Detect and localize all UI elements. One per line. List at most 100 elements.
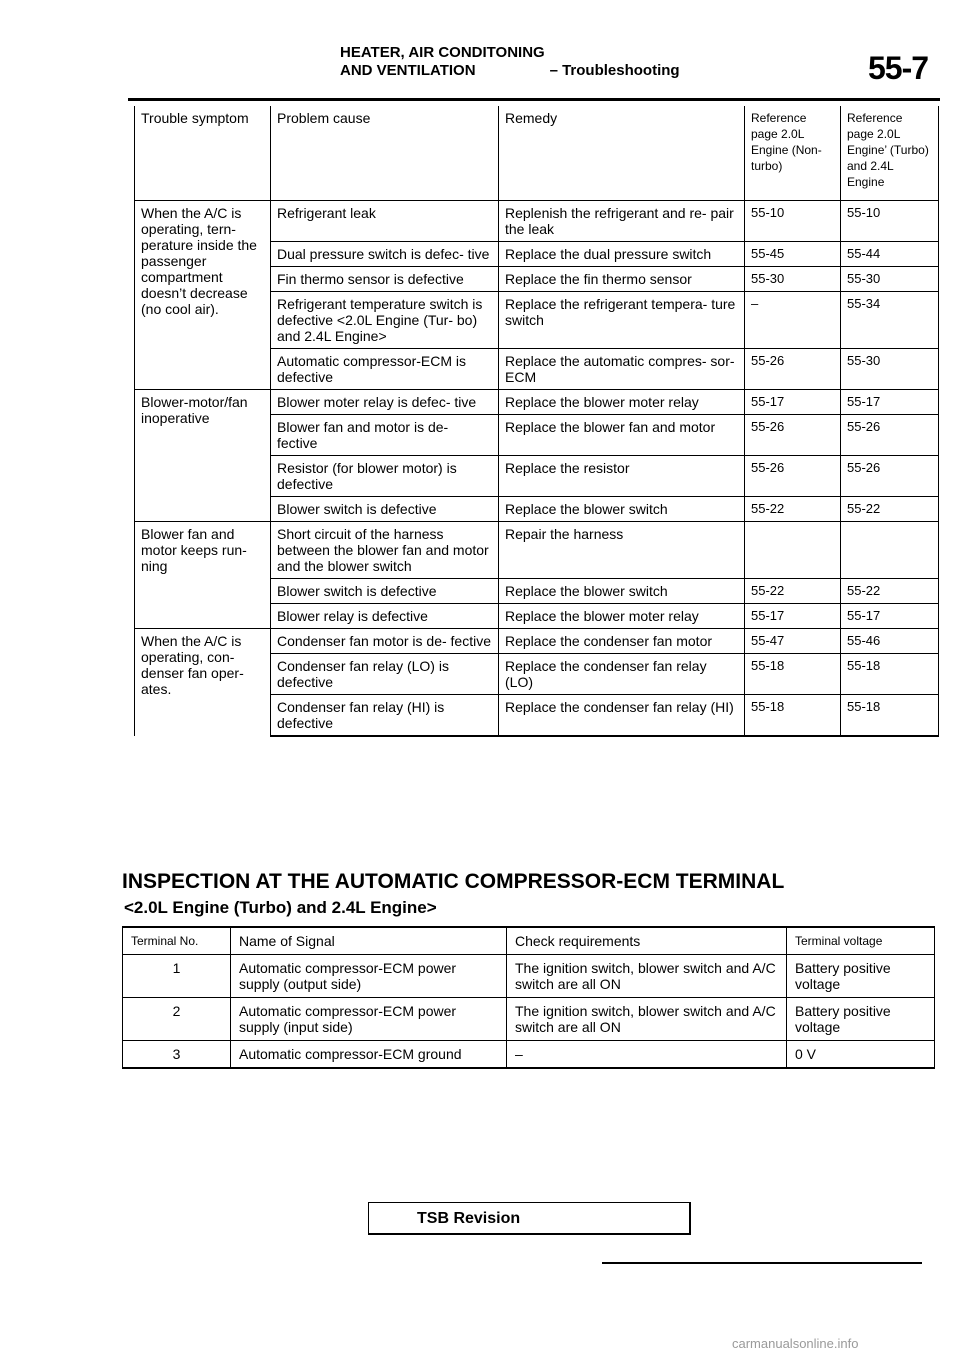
signal-name: Automatic compressor-ECM ground	[230, 1040, 507, 1069]
terminal-table: Terminal No. Name of Signal Check requir…	[122, 926, 935, 1069]
terminal-number: 3	[122, 1040, 231, 1069]
problem-cause: Blower fan and motor is de- fective	[270, 414, 499, 456]
col-header-ref-turbo: Reference page 2.0L Engine’ (Turbo) and …	[840, 106, 939, 201]
header-rule	[128, 98, 940, 101]
remedy: Replace the blower switch	[498, 496, 745, 522]
col-header-signal: Name of Signal	[230, 926, 507, 955]
remedy: Replace the condenser fan relay (LO)	[498, 653, 745, 695]
trouble-symptom: Blower-motor/fan inoperative	[134, 389, 271, 522]
remedy: Replace the refrigerant tempera- ture sw…	[498, 291, 745, 349]
problem-cause: Blower moter relay is defec- tive	[270, 389, 499, 415]
ref-page-turbo: 55-30	[840, 348, 939, 390]
header-section: AND VENTILATION	[340, 62, 476, 79]
remedy: Replace the resistor	[498, 455, 745, 497]
header-title-line2: AND VENTILATION – Troubleshooting	[340, 62, 680, 79]
footer-rule	[602, 1262, 922, 1264]
troubleshooting-body: Trouble symptom Problem cause Remedy Ref…	[134, 106, 939, 737]
ref-page-turbo: 55-46	[840, 628, 939, 654]
check-requirement: The ignition switch, blower switch and A…	[506, 997, 787, 1041]
ref-page-nonturbo: 55-17	[744, 603, 841, 629]
ref-page-nonturbo: 55-47	[744, 628, 841, 654]
terminal-body: Terminal No. Name of Signal Check requir…	[122, 926, 935, 1069]
problem-cause: Condenser fan relay (LO) is defective	[270, 653, 499, 695]
remedy: Replace the fin thermo sensor	[498, 266, 745, 292]
remedy: Replace the blower switch	[498, 578, 745, 604]
check-requirement: The ignition switch, blower switch and A…	[506, 954, 787, 998]
table-header-row: Trouble symptom Problem cause Remedy Ref…	[134, 106, 939, 201]
terminal-number: 1	[122, 954, 231, 998]
col-header-voltage: Terminal voltage	[786, 926, 935, 955]
ref-page-nonturbo: 55-10	[744, 200, 841, 242]
table-row: Refrigerant temperature switch is defect…	[135, 291, 939, 349]
inspection-title: INSPECTION AT THE AUTOMATIC COMPRESSOR-E…	[122, 870, 785, 893]
table-row: Resistor (for blower motor) is defective…	[135, 455, 939, 497]
trouble-symptom: Blower fan and motor keeps run- ning	[134, 521, 271, 629]
ref-page-nonturbo: 55-18	[744, 694, 841, 737]
remedy: Repair the harness	[498, 521, 745, 579]
remedy: Replace the automatic compres- sor-ECM	[498, 348, 745, 390]
problem-cause: Blower switch is defective	[270, 578, 499, 604]
terminal-voltage: 0 V	[786, 1040, 935, 1069]
problem-cause: Dual pressure switch is defec- tive	[270, 241, 499, 267]
remedy: Replace the blower moter relay	[498, 603, 745, 629]
problem-cause: Refrigerant leak	[270, 200, 499, 242]
col-header-remedy: Remedy	[498, 106, 745, 201]
remedy: Replace the blower fan and motor	[498, 414, 745, 456]
problem-cause: Short circuit of the harness between the…	[270, 521, 499, 579]
ref-page-nonturbo: 55-45	[744, 241, 841, 267]
ref-page-nonturbo: 55-22	[744, 496, 841, 522]
problem-cause: Blower switch is defective	[270, 496, 499, 522]
signal-name: Automatic compressor-ECM power supply (i…	[230, 997, 507, 1041]
problem-cause: Condenser fan relay (HI) is defective	[270, 694, 499, 737]
header-subtitle: – Troubleshooting	[549, 62, 680, 79]
watermark: carmanualsonline.info	[732, 1336, 859, 1351]
tsb-label: TSB Revision	[417, 1210, 521, 1227]
remedy: Replace the condenser fan relay (HI)	[498, 694, 745, 737]
col-header-check: Check requirements	[506, 926, 787, 955]
col-header-cause: Problem cause	[270, 106, 499, 201]
ref-page-nonturbo: 55-30	[744, 266, 841, 292]
ref-page-turbo: 55-22	[840, 496, 939, 522]
ref-page-turbo: 55-26	[840, 455, 939, 497]
terminal-voltage: Battery positive voltage	[786, 954, 935, 998]
problem-cause: Condenser fan motor is de- fective	[270, 628, 499, 654]
terminal-voltage: Battery positive voltage	[786, 997, 935, 1041]
ref-page-nonturbo: 55-26	[744, 455, 841, 497]
page-header: HEATER, AIR CONDITONING AND VENTILATION–…	[0, 44, 960, 88]
trouble-symptom: When the A/C is operating, tern- peratur…	[134, 200, 271, 390]
ref-page-turbo: 55-22	[840, 578, 939, 604]
ref-page-turbo	[840, 521, 939, 579]
table-row: When the A/C is operating, tern- peratur…	[134, 200, 939, 390]
ref-page-turbo: 55-44	[840, 241, 939, 267]
remedy: Replace the blower moter relay	[498, 389, 745, 415]
tsb-revision-box: TSB Revision	[368, 1202, 691, 1235]
col-header-terminal: Terminal No.	[122, 926, 231, 955]
ref-page-nonturbo: 55-22	[744, 578, 841, 604]
problem-cause: Automatic compressor-ECM is defective	[270, 348, 499, 390]
ref-page-nonturbo	[744, 521, 841, 579]
troubleshooting-table: Trouble symptom Problem cause Remedy Ref…	[134, 106, 939, 737]
ref-page-turbo: 55-18	[840, 694, 939, 737]
ref-page-turbo: 55-34	[840, 291, 939, 349]
terminal-number: 2	[122, 997, 231, 1041]
problem-cause: Fin thermo sensor is defective	[270, 266, 499, 292]
problem-cause: Blower relay is defective	[270, 603, 499, 629]
table-row: When the A/C is operating, con- denser f…	[134, 628, 939, 736]
ref-page-turbo: 55-17	[840, 603, 939, 629]
ref-page-turbo: 55-26	[840, 414, 939, 456]
problem-cause: Refrigerant temperature switch is defect…	[270, 291, 499, 349]
col-header-symptom: Trouble symptom	[134, 106, 271, 201]
ref-page-turbo: 55-18	[840, 653, 939, 695]
